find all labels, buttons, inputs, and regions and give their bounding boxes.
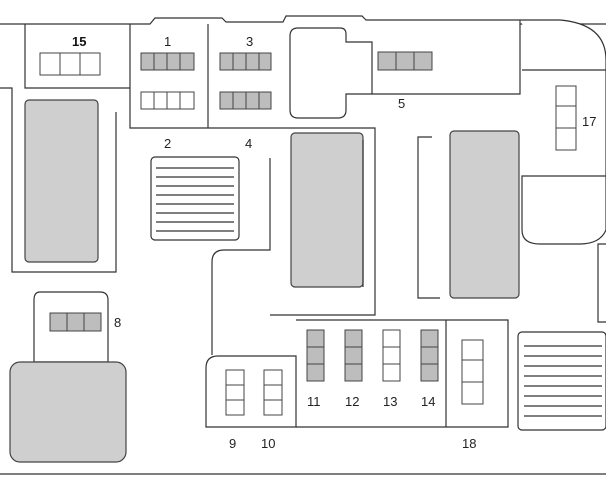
fuse-block-2-frame [150,156,240,241]
center-large-relay [290,132,364,288]
fuse-13-cell [382,346,401,365]
label-18: 18 [462,436,476,451]
label-13: 13 [383,394,397,409]
label-1: 1 [164,34,171,49]
fuse-2-cell [166,91,181,110]
fuse-11 [306,329,325,382]
relay-18-cell [461,359,484,383]
fuse-3-cell [219,52,234,71]
fuse-3-cell [232,52,247,71]
fuse-14-cell [420,346,439,365]
fuse-12-cell [344,346,363,365]
fuse-11-cell [306,363,325,382]
fuse-4-cell [245,91,260,110]
fuse-4-cell [219,91,234,110]
fuse-12-cell [344,329,363,348]
fuse-11-14-housing [296,319,509,428]
relay-18-cell [461,381,484,405]
center-divider [211,158,271,355]
fuse-1-cell [140,52,155,71]
fuse-12 [344,329,363,382]
right-large-relay [449,130,520,299]
fuse-9-cell [225,399,245,416]
fuse-2-cell [153,91,168,110]
fuse-1-cell [153,52,168,71]
fuse-13-cell [382,329,401,348]
fuse-11-cell [306,329,325,348]
label-12: 12 [345,394,359,409]
fuse-9-cell [225,369,245,386]
bottom-left-large-relay [9,361,127,463]
fuse-14 [420,329,439,382]
right-edge-notch [597,243,606,323]
label-5: 5 [398,96,405,111]
relay-17 [555,85,577,151]
left-large-relay [24,99,99,263]
fuse-3-cell [258,52,272,71]
label-17: 17 [582,114,596,129]
top-right-structure [372,24,521,95]
left-block-outline [0,87,117,273]
relay-17-cell [555,127,577,151]
right-relay-bracket [417,136,440,299]
label-2: 2 [164,136,171,151]
bottom-right-fuse-block [517,331,606,431]
fuse-1 [140,52,195,71]
fuse-10-cell [263,399,283,416]
label-15: 15 [72,34,86,49]
relay-15-cell [79,52,101,76]
fuse-2-cell [140,91,155,110]
relay-15-cell [39,52,61,76]
fuse-10-cell [263,384,283,401]
label-14: 14 [421,394,435,409]
fuse-13-cell [382,363,401,382]
relay-8 [49,312,102,332]
relay-5 [377,51,433,71]
label-10: 10 [261,436,275,451]
fuse-14-cell [420,363,439,382]
relay-15-cell [59,52,81,76]
fuse-11-cell [306,346,325,365]
relay-5-cell [377,51,397,71]
fuse-2-cell [179,91,195,110]
label-11: 11 [307,394,321,409]
fuse-12-cell [344,363,363,382]
fuse-block-2 [150,156,240,241]
fuse-2 [140,91,195,110]
label-9: 9 [229,436,236,451]
relay-8-cell [83,312,102,332]
top-left-structure [24,24,376,316]
bottom-right-fuse-frame [517,331,606,431]
fuse-3 [219,52,272,71]
relay-18 [461,339,484,405]
relay-15 [39,52,101,76]
fuse-1-cell [166,52,181,71]
relay-18-cell [461,339,484,361]
fuse-10-cell [263,369,283,386]
fuse-10 [263,369,283,416]
fuse-9-cell [225,384,245,401]
outer-frame [0,15,606,475]
fuse-1-cell [179,52,195,71]
relay-5-cell [395,51,415,71]
relay-8-cell [49,312,68,332]
relay-17-cell [555,105,577,129]
fuse-4-cell [258,91,272,110]
fuse-9 [225,369,245,416]
label-3: 3 [246,34,253,49]
label-4: 4 [245,136,252,151]
relay-5-cell [413,51,433,71]
fuse-13 [382,329,401,382]
relay-17-cell [555,85,577,107]
fuse-4 [219,91,272,110]
fuse-3-cell [245,52,260,71]
fuse-14-cell [420,329,439,348]
relay-5-housing [289,27,373,119]
relay-8-cell [66,312,85,332]
label-8: 8 [114,315,121,330]
fuse-4-cell [232,91,247,110]
